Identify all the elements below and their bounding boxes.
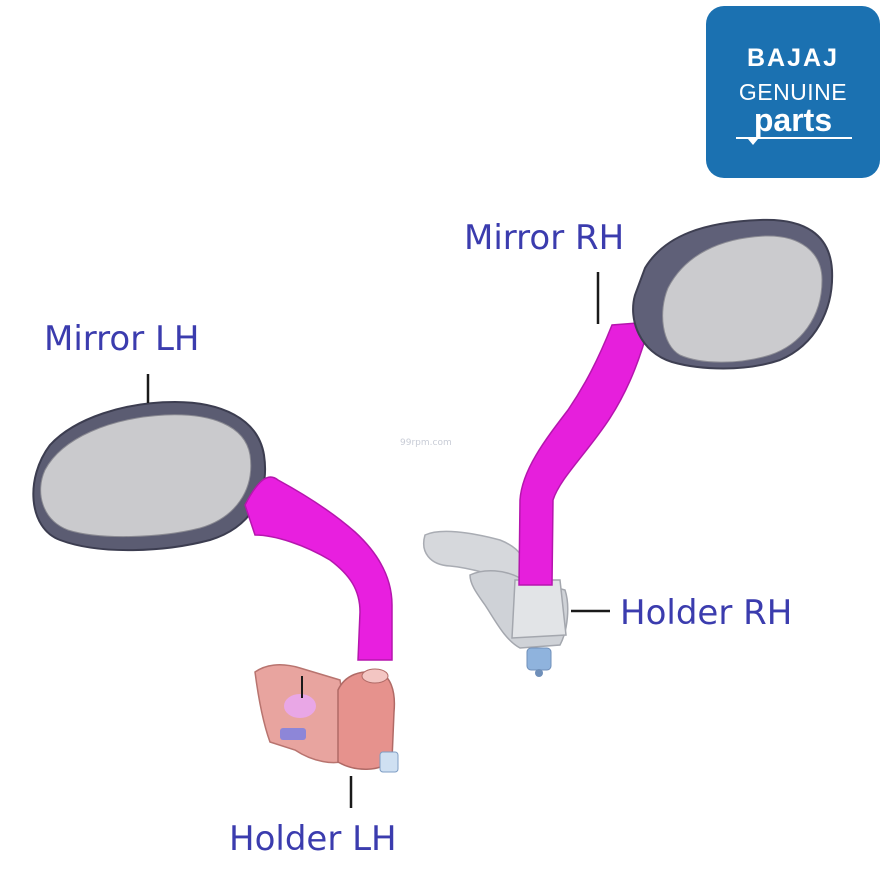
mirror-rh-glass: [662, 235, 823, 363]
stem-lh: [244, 476, 393, 661]
label-holder-rh: Holder RH: [620, 593, 793, 633]
holder-rh-bolt: [535, 669, 543, 677]
holder-lh-nut: [379, 751, 399, 773]
holder-lh-top-cap: [361, 668, 389, 684]
holder-rh-part: [423, 530, 569, 677]
holder-rh-nut: [526, 647, 552, 671]
mirror-rh-head: [632, 218, 834, 370]
stem-rh: [518, 321, 651, 586]
watermark-text: 99rpm.com: [400, 438, 452, 448]
logo-line-parts: parts: [753, 102, 833, 138]
holder-lh-pad: [284, 694, 316, 718]
holder-rh-clamp: [511, 579, 567, 639]
holder-lh-part: [254, 664, 399, 773]
logo-line-bajaj: BAJAJ: [747, 44, 839, 72]
logo-arrow-icon: [748, 139, 758, 145]
logo-underline: [736, 137, 852, 139]
label-holder-lh: Holder LH: [229, 819, 397, 859]
label-mirror-rh: Mirror RH: [464, 218, 625, 258]
bajaj-genuine-parts-logo: BAJAJ GENUINE parts: [706, 6, 880, 178]
mirror-rh-assembly: [423, 218, 834, 677]
leader-lines: [146, 272, 610, 808]
logo-line-genuine: GENUINE: [738, 79, 848, 105]
mirror-lh-assembly: [32, 400, 399, 773]
holder-lh-slot: [280, 728, 306, 740]
mirror-lh-head: [32, 400, 266, 552]
holder-lh-clamp: [337, 670, 396, 770]
mirror-lh-glass: [40, 414, 252, 538]
label-mirror-lh: Mirror LH: [44, 319, 200, 359]
